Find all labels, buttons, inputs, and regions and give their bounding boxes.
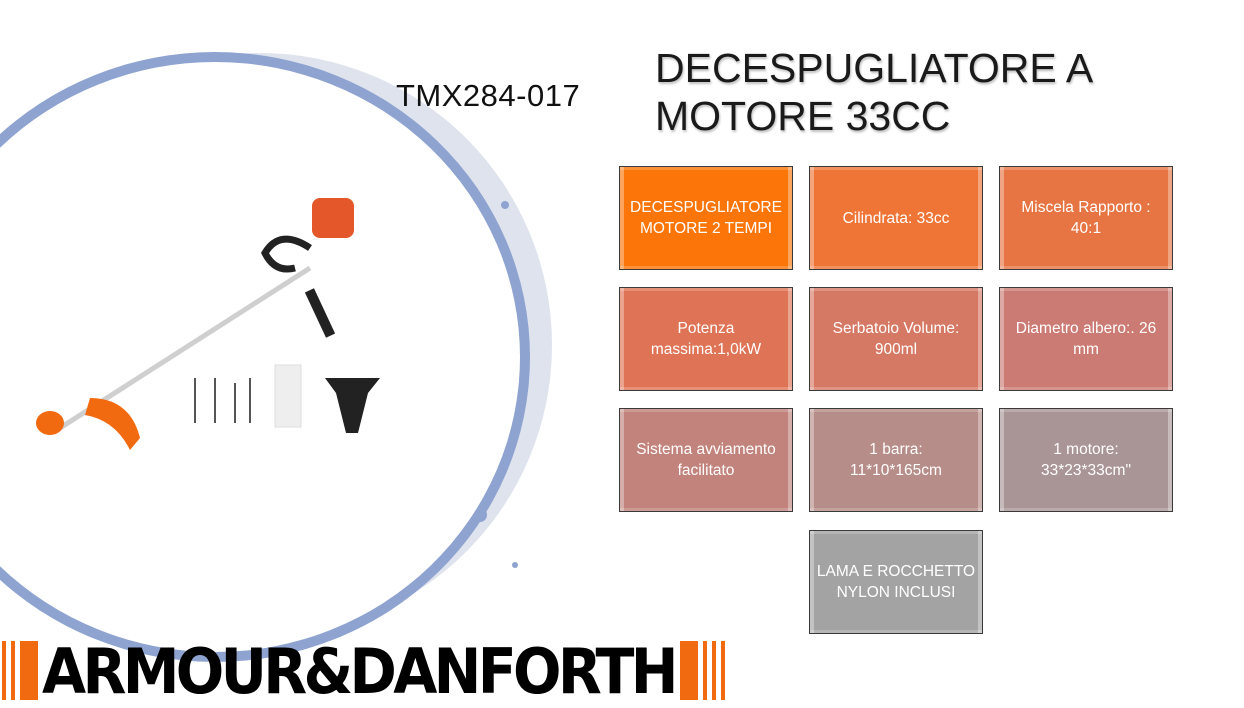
model-code: TMX284-017 — [396, 78, 581, 113]
spec-tile-text: 1 barra: 11*10*165cm — [850, 441, 942, 479]
image-frame-circle — [0, 62, 520, 652]
spec-tile: 1 motore: 33*23*33cm" — [999, 408, 1173, 512]
spec-tile-text: 1 motore: 33*23*33cm" — [1041, 441, 1131, 479]
spec-tile: LAMA E ROCCHETTO NYLON INCLUSI — [809, 530, 983, 634]
spec-tile: Sistema avviamento facilitato — [619, 408, 793, 512]
spec-tile-text: Cilindrata: 33cc — [842, 209, 950, 227]
spec-tile-text: Sistema avviamento facilitato — [636, 441, 776, 479]
spec-tile-text: LAMA E ROCCHETTO NYLON INCLUSI — [816, 563, 976, 601]
brand-logo: ARMOUR&DANFORTH — [0, 635, 725, 708]
spec-tile: DECESPUGLIATORE MOTORE 2 TEMPI — [619, 166, 793, 270]
spec-tile: Miscela Rapporto : 40:1 — [999, 166, 1173, 270]
spec-tile-text: Diametro albero:. 26 mm — [1015, 320, 1157, 358]
spec-tile: Diametro albero:. 26 mm — [999, 287, 1173, 391]
page-title: DECESPUGLIATORE A MOTORE 33CC — [655, 44, 1093, 140]
spec-tile: 1 barra: 11*10*165cm — [809, 408, 983, 512]
title-line-1: DECESPUGLIATORE A — [655, 45, 1094, 91]
spec-tile-text: Potenza massima:1,0kW — [650, 320, 762, 358]
spec-tile: Serbatoio Volume: 900ml — [809, 287, 983, 391]
spec-tile-text: Serbatoio Volume: 900ml — [832, 320, 960, 358]
title-line-2: MOTORE 33CC — [655, 93, 951, 139]
brush-cutter-image — [36, 198, 380, 450]
spec-tile-text: Miscela Rapporto : 40:1 — [1021, 199, 1151, 237]
logo-stripes-right — [680, 641, 725, 700]
spec-tile: Potenza massima:1,0kW — [619, 287, 793, 391]
spec-tile-text: DECESPUGLIATORE MOTORE 2 TEMPI — [630, 199, 782, 237]
spec-tile: Cilindrata: 33cc — [809, 166, 983, 270]
logo-stripes-left — [2, 641, 38, 700]
brand-name: ARMOUR&DANFORTH — [42, 635, 678, 708]
